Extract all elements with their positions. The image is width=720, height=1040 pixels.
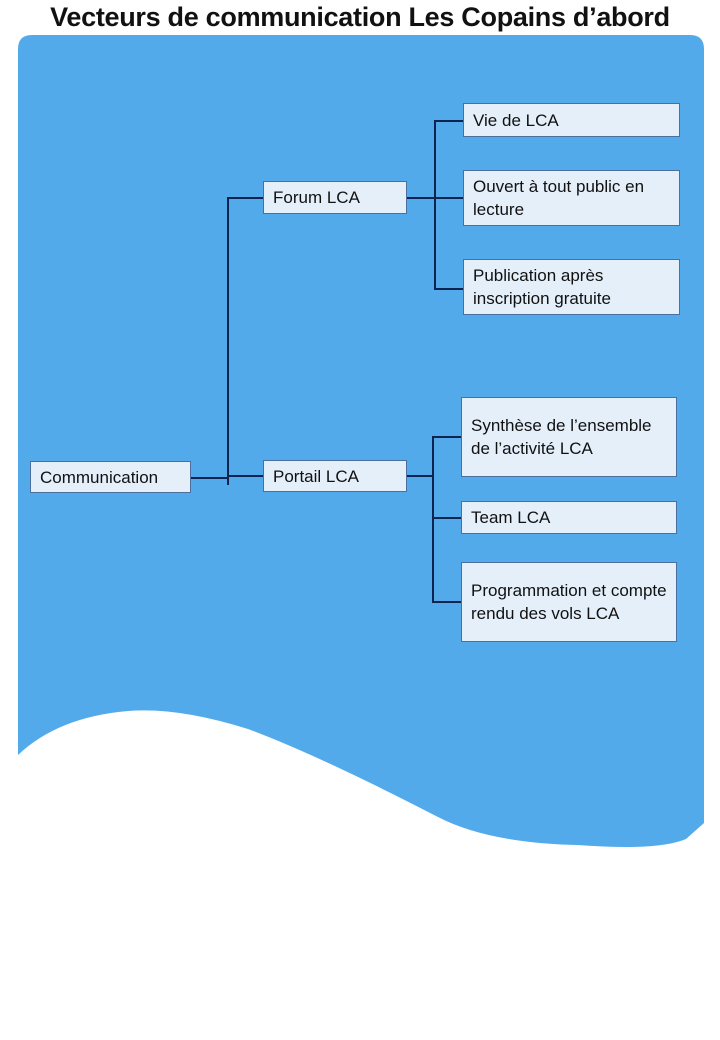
node-label: Vie de LCA — [473, 110, 559, 130]
node-label: Portail LCA — [273, 466, 359, 486]
node-label: Ouvert à tout public en lecture — [473, 177, 645, 219]
connector — [434, 197, 464, 199]
connector — [227, 197, 229, 485]
node-forum-child: Vie de LCA — [463, 103, 680, 137]
connector — [190, 477, 228, 479]
connector — [432, 436, 462, 438]
node-label: Publication après inscription gratuite — [473, 266, 611, 308]
node-label: Programmation et compte rendu des vols L… — [471, 581, 667, 623]
diagram-title: Vecteurs de communication Les Copains d’… — [50, 2, 670, 32]
node-label: Forum LCA — [273, 188, 360, 207]
node-portail-child: Team LCA — [461, 501, 677, 534]
connector — [432, 436, 434, 603]
background-panel — [18, 35, 704, 847]
node-forum: Forum LCA — [263, 181, 407, 214]
connector — [434, 120, 436, 290]
connector — [227, 475, 264, 477]
node-portail-child: Synthèse de l’ensemble de l’activité LCA — [461, 397, 677, 477]
connector — [432, 601, 462, 603]
node-forum-child: Ouvert à tout public en lecture — [463, 170, 680, 226]
connector — [432, 517, 462, 519]
connector — [227, 197, 264, 199]
connector — [434, 120, 464, 122]
node-label: Team LCA — [471, 508, 551, 527]
connector — [434, 288, 464, 290]
node-label: Communication — [40, 467, 159, 487]
node-forum-child: Publication après inscription gratuite — [463, 259, 680, 315]
node-portail: Portail LCA — [263, 460, 407, 492]
node-portail-child: Programmation et compte rendu des vols L… — [461, 562, 677, 642]
connector — [406, 197, 436, 199]
node-root: Communication — [30, 461, 191, 493]
node-label: Synthèse de l’ensemble de l’activité LCA — [471, 416, 652, 458]
connector — [406, 475, 434, 477]
